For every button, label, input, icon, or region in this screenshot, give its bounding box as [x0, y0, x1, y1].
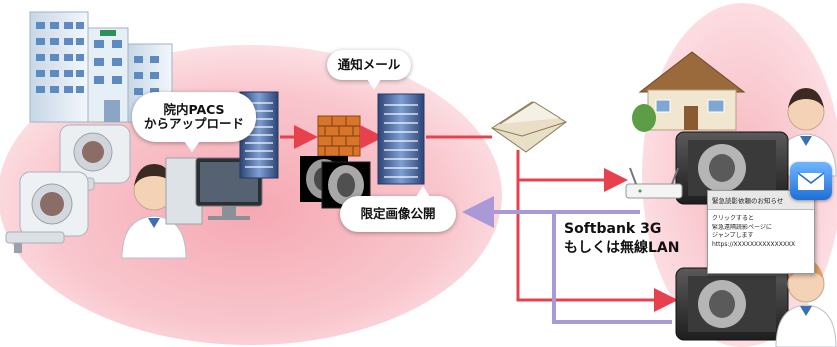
network-label-line1: Softbank 3G	[564, 221, 662, 237]
access-arrow	[462, 196, 672, 324]
upload-text-line2: からアップロード	[143, 116, 244, 131]
publish-text: 限定画像公開	[360, 205, 436, 221]
ct-scanner-icon	[5, 171, 89, 253]
publish-bubble: 限定画像公開	[340, 186, 456, 232]
notification-url[interactable]: https://XXXXXXXXXXXXXXX	[712, 241, 796, 249]
firewall-icon	[317, 115, 361, 157]
notification-popup[interactable]: 緊急読影依頼のお知らせ クリックすると 緊急遠隔読影ページに ジャンプします h…	[707, 190, 815, 274]
notification-line: ジャンプします	[712, 232, 754, 240]
tablet-icon	[675, 267, 789, 341]
brain-scan-icon	[300, 156, 371, 209]
mail-bubble: 通知メール	[327, 50, 411, 90]
mail-badge-icon	[790, 162, 832, 200]
doctor-icon	[775, 260, 837, 347]
delivery-arrow-tablet2	[516, 180, 678, 312]
network-label-line2: もしくは無線LAN	[564, 239, 680, 256]
notification-body: クリックすると 緊急遠隔読影ページに ジャンプします https://XXXXX…	[708, 210, 814, 255]
notification-line: クリックすると	[712, 215, 755, 222]
server-icon	[377, 93, 425, 185]
notification-title: 緊急読影依頼のお知らせ	[708, 191, 814, 210]
mail-badge-glyph	[797, 172, 825, 190]
delivery-arrow-tablet1	[516, 150, 628, 192]
doctor-icon	[121, 164, 187, 259]
upload-bubble: 院内PACS からアップロード	[132, 92, 256, 152]
network-label: Softbank 3G もしくは無線LAN	[564, 220, 714, 258]
mail-text: 通知メール	[337, 56, 401, 72]
upload-text-line1: 院内PACS	[163, 101, 225, 117]
wireless-router-icon	[625, 167, 683, 199]
envelope-icon	[491, 101, 567, 153]
notification-line: 緊急遠隔読影ページに	[712, 223, 772, 231]
house-icon	[632, 51, 746, 132]
